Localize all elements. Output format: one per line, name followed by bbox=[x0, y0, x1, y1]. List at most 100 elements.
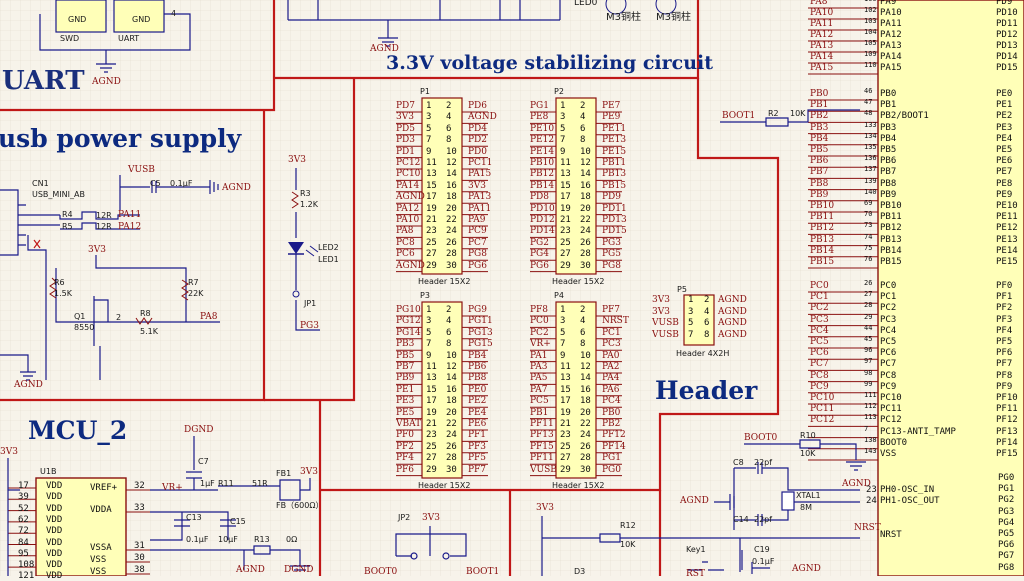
p5-pin-num: 4 bbox=[704, 306, 710, 317]
mcu-pin-name: PB0 bbox=[880, 89, 897, 99]
p3-pin-num: 8 bbox=[446, 339, 452, 350]
mcu-pin-name: PA9 bbox=[880, 0, 897, 7]
p4-pin-num: 12 bbox=[580, 362, 591, 372]
p2-left-net: PG2 bbox=[530, 237, 549, 248]
mcu-net-label: PA15 bbox=[810, 63, 834, 73]
r5-value: 12R bbox=[96, 222, 112, 231]
p1-pin-num: 5 bbox=[426, 123, 432, 134]
uart-gnd-pin: GND bbox=[132, 15, 151, 24]
mcu-pin-name-right: PF2 bbox=[996, 303, 1013, 314]
mcu-net-label: PC10 bbox=[810, 393, 835, 403]
p4-right-net: PA0 bbox=[602, 350, 620, 361]
swd-gnd-pin: GND bbox=[68, 15, 87, 24]
p4-pin-num: 5 bbox=[560, 327, 566, 338]
p2-right-net: PD11 bbox=[602, 203, 627, 214]
p3-right-net: PF3 bbox=[468, 441, 487, 452]
led1-ref: LED1 bbox=[318, 255, 339, 264]
mcu-pin-name-right: PF11 bbox=[996, 404, 1018, 415]
mcu-pg-pin: PG6 bbox=[998, 540, 1015, 551]
mcu-pin-name: PC10 bbox=[880, 393, 902, 403]
p4-left-net: PF13 bbox=[530, 430, 554, 441]
q1-type: 8550 bbox=[74, 323, 95, 332]
mcu-pin-name-right: PF15 bbox=[996, 449, 1018, 459]
p3-pin-num: 12 bbox=[446, 362, 457, 372]
p4-left-net: PC2 bbox=[530, 327, 549, 338]
p4-pin-num: 4 bbox=[580, 316, 586, 327]
p4-pin-num: 8 bbox=[580, 339, 586, 350]
mcu-net-label: PB6 bbox=[810, 156, 829, 167]
p2-right-net: PG8 bbox=[602, 260, 621, 271]
swd-uart-connectors bbox=[55, 0, 165, 33]
mcu-pin-name: PB3 bbox=[880, 122, 897, 133]
mcu-pin-name: PC12 bbox=[880, 415, 902, 426]
c13-ref: C13 bbox=[186, 513, 202, 522]
p3-left-net: PE3 bbox=[396, 396, 415, 407]
u1b-ref: U1B bbox=[40, 467, 57, 476]
mcu-pin-num: 136 bbox=[864, 154, 877, 163]
u1b-pin-name: VDD bbox=[46, 526, 63, 537]
u1b-right-name: VDDA bbox=[90, 505, 112, 515]
p1-left-net: PC6 bbox=[396, 249, 415, 260]
mcu-net-label: PB15 bbox=[810, 257, 835, 267]
crystal-agnd: AGND bbox=[680, 496, 709, 506]
osc-in-num: 23 bbox=[866, 485, 877, 495]
p3-pin-num: 14 bbox=[446, 373, 457, 384]
p1-pin-num: 21 bbox=[426, 215, 437, 225]
mcu-pin-name-right: PE2 bbox=[996, 111, 1013, 122]
mcu-pin-num: 111 bbox=[864, 391, 877, 399]
mcu-pin-name-right: PE6 bbox=[996, 156, 1013, 167]
p4-pin-num: 25 bbox=[560, 441, 571, 452]
r12-value: 10K bbox=[620, 540, 636, 549]
mcu-net-label: PB7 bbox=[810, 167, 829, 178]
p1-right-net: PD2 bbox=[468, 135, 487, 146]
q1-ref: Q1 bbox=[74, 312, 86, 321]
p2-right-net: PG5 bbox=[602, 249, 621, 260]
mcu-pin-name-right: PF12 bbox=[996, 415, 1018, 426]
mcu-pin-name-right: PE11 bbox=[996, 212, 1018, 223]
mcu-net-label: PC1 bbox=[810, 292, 829, 303]
r6-ref: R6 bbox=[54, 278, 65, 287]
mcu-pin-num: 105 bbox=[864, 39, 877, 47]
mcu-pin-name: PC4 bbox=[880, 325, 897, 336]
mcu-pin-num: 104 bbox=[864, 28, 877, 36]
mcu-net-label: PB1 bbox=[810, 100, 829, 111]
mcu-net-label: PA8 bbox=[810, 0, 828, 7]
p3-right-net: PB8 bbox=[468, 373, 487, 384]
p1-pin-num: 14 bbox=[446, 169, 457, 180]
p5-left-net: VUSB bbox=[652, 318, 679, 328]
mcu-pin-name-right: PF6 bbox=[996, 348, 1013, 359]
mcu-pin-name: PA11 bbox=[880, 19, 902, 29]
mcu-pg-pin: PG5 bbox=[998, 529, 1015, 539]
p2-left-net: PB10 bbox=[530, 158, 555, 168]
agnd-net: AGND bbox=[92, 77, 121, 87]
p4-pin-num: 1 bbox=[560, 305, 566, 315]
u1b-right-name: VREF+ bbox=[90, 483, 118, 493]
r4-net: PA11 bbox=[118, 210, 142, 220]
p5-pin-num: 6 bbox=[704, 318, 710, 328]
r6-value: 1.5K bbox=[54, 289, 72, 298]
p1-right-net: PA9 bbox=[468, 215, 486, 225]
p1-pin-num: 25 bbox=[426, 237, 437, 248]
led-3v3: 3V3 bbox=[288, 155, 306, 165]
p4-pin-num: 27 bbox=[560, 453, 571, 464]
p5-pin-num: 3 bbox=[688, 306, 694, 317]
reset-3v3: 3V3 bbox=[536, 503, 554, 513]
p2-pin-num: 30 bbox=[580, 260, 591, 271]
p1-right-net: PA15 bbox=[468, 169, 492, 180]
p4-left-net: PC5 bbox=[530, 396, 549, 407]
p4-left-net: PF11 bbox=[530, 419, 554, 429]
p2-pin-num: 10 bbox=[580, 146, 591, 157]
mcu-pin-num: 27 bbox=[864, 290, 873, 299]
mcu-pin-num: 103 bbox=[864, 17, 877, 25]
p4-right-net: PB0 bbox=[602, 407, 621, 418]
u1b-pin-name: VDD bbox=[46, 492, 63, 503]
p1-pin-num: 9 bbox=[426, 146, 432, 157]
p4-left-net: PC0 bbox=[530, 316, 549, 327]
p3-pin-num: 20 bbox=[446, 407, 457, 418]
r11-ref: R11 bbox=[218, 479, 234, 488]
p1-right-net: AGND bbox=[468, 112, 497, 123]
p1-left-net: PA8 bbox=[396, 226, 414, 237]
swd-label: SWD bbox=[60, 34, 80, 43]
u1b-pin-num: 17 bbox=[18, 481, 29, 491]
p1-pin-num: 15 bbox=[426, 180, 437, 191]
